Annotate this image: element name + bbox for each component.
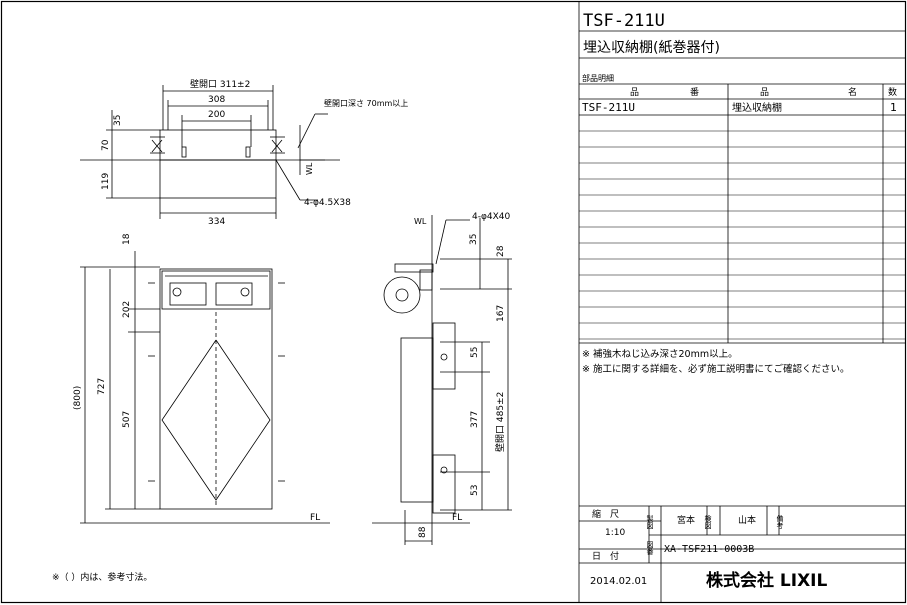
- dim-55: 55: [470, 347, 480, 358]
- dim-485: 壁開口 485±2: [494, 392, 506, 452]
- remarks-label: 備考: [776, 514, 784, 530]
- dim-119: 119: [101, 173, 111, 190]
- fl-side-label: FL: [452, 513, 462, 523]
- design-label: 製図: [646, 514, 654, 530]
- parts-table-rows: [579, 130, 906, 340]
- model-number: TSF-211U: [583, 11, 665, 31]
- date-label: 日 付: [592, 551, 619, 562]
- wl-side-label: WL: [414, 217, 427, 226]
- dim-35-top: 35: [113, 115, 123, 126]
- part-name: 埋込収納棚: [732, 101, 782, 114]
- dim-727: 727: [97, 378, 107, 395]
- number-label: 図番: [646, 541, 654, 556]
- dim-334: 334: [208, 217, 225, 227]
- dim-35-side: 35: [469, 234, 479, 245]
- dim-167: 167: [496, 305, 506, 322]
- company-name: 株式会社 LIXIL: [706, 570, 828, 591]
- col-header-item: 品: [760, 87, 769, 98]
- dim-28: 28: [496, 245, 506, 257]
- title-block: [578, 1, 906, 603]
- check-name: 山本: [738, 514, 756, 526]
- dim-202: 202: [122, 301, 132, 318]
- note-1: ※ 補強木ねじ込み深さ20mm以上。: [582, 348, 738, 360]
- screw-40-label: 4-φ4X40: [472, 212, 511, 222]
- design-name: 宮本: [677, 514, 695, 526]
- scale-label: 縮 尺: [592, 508, 619, 520]
- col-header-name: 品: [630, 87, 639, 98]
- reference-footnote: ※（ ）内は、参考寸法。: [52, 571, 152, 583]
- dim-88: 88: [418, 526, 428, 538]
- title-block-bottom: [579, 342, 906, 603]
- wl-top-label: WL: [305, 162, 314, 175]
- check-label: 検図: [704, 514, 712, 530]
- date-value: 2014.02.01: [590, 576, 647, 587]
- dim-377: 377: [470, 411, 480, 428]
- part-qty: 1: [890, 101, 897, 114]
- dim-depth-note: 壁開口深さ 70mm以上: [324, 98, 408, 108]
- dim-wall-opening: 壁開口 311±2: [190, 78, 250, 90]
- parts-heading: 部品明細: [582, 73, 614, 83]
- front-view: [80, 251, 330, 524]
- dim-18: 18: [122, 233, 132, 245]
- dim-70: 70: [101, 139, 111, 151]
- top-view: [80, 85, 340, 219]
- dim-200: 200: [208, 110, 225, 120]
- dim-507: 507: [122, 411, 132, 428]
- fl-front-label: FL: [310, 513, 320, 523]
- col-header-qty: 数: [888, 86, 897, 98]
- drawing-number: XA-TSF211-0003B: [664, 544, 754, 555]
- dim-800: (800): [73, 386, 83, 410]
- screw-45-label: 4-φ4.5X38: [304, 198, 351, 208]
- col-header-part: 番: [690, 86, 699, 98]
- scale-value: 1:10: [605, 528, 625, 538]
- product-name: 埋込収納棚(紙巻器付): [583, 40, 720, 56]
- col-header-item2: 名: [848, 86, 857, 98]
- dim-53: 53: [470, 485, 480, 496]
- dim-308: 308: [208, 95, 225, 105]
- note-2: ※ 施工に関する詳細を、必ず施工説明書にてご確認ください。: [582, 363, 849, 375]
- part-number: TSF-211U: [582, 101, 635, 114]
- side-view: [372, 215, 512, 545]
